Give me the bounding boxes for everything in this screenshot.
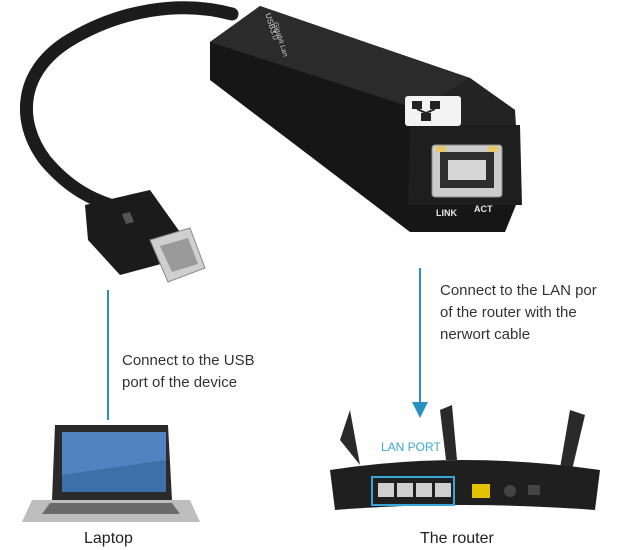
usb-caption-line-1: Connect to the USB [122,352,255,369]
router-caption: The router [420,530,494,547]
usb-c-plug [85,190,206,283]
router-image [330,405,600,510]
lan-port-highlight [371,476,455,506]
laptop-caption: Laptop [84,530,133,547]
lan-caption: Connect to the LAN por of the router wit… [440,280,597,346]
port-label-act: ACT [474,204,493,214]
laptop-image [22,425,200,522]
usb-caption-line-2: port of the device [122,374,238,391]
usb-cable [19,1,239,212]
network-icon [405,96,461,126]
port-label-link: LINK [436,208,457,218]
lan-caption-line-1: Connect to the LAN por [440,282,597,299]
lan-caption-line-2: of the router with the [440,304,577,321]
lan-caption-line-3: nerwort cable [440,326,531,343]
arrow-lan [412,268,428,418]
usb-ethernet-adapter [210,6,522,232]
lan-port-label: LAN PORT [381,440,441,454]
usb-caption: Connect to the USB port of the device [122,350,255,394]
